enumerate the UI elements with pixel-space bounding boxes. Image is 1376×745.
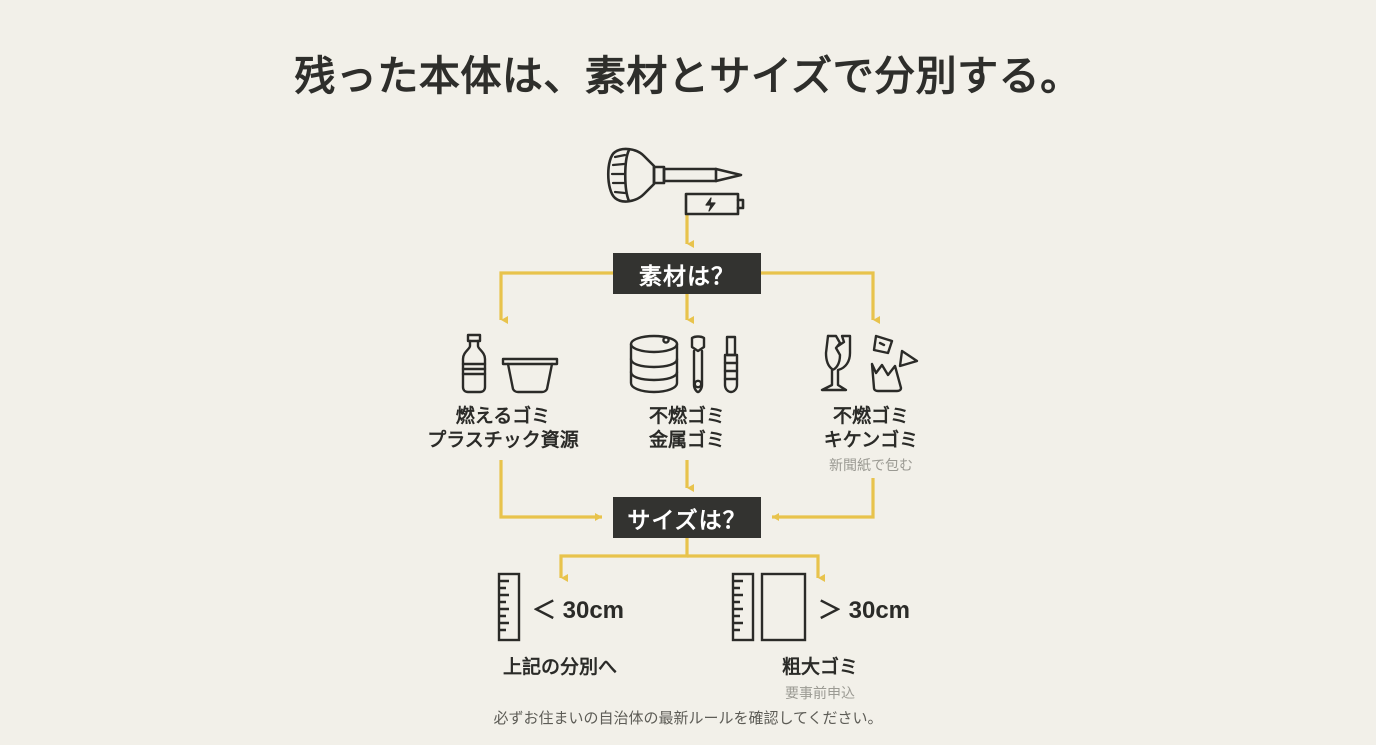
branch-noncombustible-icon-wrap <box>577 333 797 395</box>
branch-noncombustible[interactable]: 不燃ゴミ 金属ゴミ <box>577 333 797 452</box>
branch-noncombustible-label: 不燃ゴミ 金属ゴミ <box>577 405 797 452</box>
size-outcome-small-row: ＜ 30cm <box>430 572 690 642</box>
branch-hazardous-label-line1: 不燃ゴミ <box>832 406 909 427</box>
size-outcome-large[interactable]: ＞ 30cm 粗大ゴミ 要事前申込 <box>690 572 950 703</box>
footer-note: 必ずお住まいの自治体の最新ルールを確認してください。 <box>493 710 883 727</box>
can-wrench-screwdriver-icon <box>629 334 739 394</box>
ruler-and-large-box-icon <box>731 572 807 642</box>
branch-hazardous-icon-wrap <box>761 333 981 395</box>
branch-hazardous-note: 新聞紙で包む <box>829 457 913 474</box>
branch-hazardous[interactable]: 不燃ゴミ キケンゴミ 新聞紙で包む <box>761 333 981 475</box>
branch-hazardous-label: 不燃ゴミ キケンゴミ <box>761 405 981 452</box>
branch-hazardous-label-line2: キケンゴミ <box>823 429 919 451</box>
decision-material[interactable]: 素材は？ <box>613 253 761 294</box>
pet-bottle-and-tray-icon <box>461 333 559 394</box>
branch-burnable[interactable]: 燃えるゴミ プラスチック資源 <box>393 333 613 452</box>
branch-noncombustible-label-line1: 不燃ゴミ <box>648 406 725 427</box>
broken-glass-icon <box>820 334 919 393</box>
branch-burnable-label-line1: 燃えるゴミ <box>455 406 551 427</box>
page-title: 残った本体は、素材とサイズで分別する。 <box>294 53 1082 99</box>
branch-burnable-label-line2: プラスチック資源 <box>427 429 579 451</box>
size-outcome-small-label: 上記の分別へ <box>502 657 617 678</box>
branch-noncombustible-label-line2: 金属ゴミ <box>648 429 725 451</box>
branch-burnable-label: 燃えるゴミ プラスチック資源 <box>393 405 613 452</box>
ruler-icon <box>497 572 521 642</box>
size-outcome-large-row: ＞ 30cm <box>690 572 950 642</box>
soldering-iron-icon <box>606 147 745 216</box>
size-outcome-large-label: 粗大ゴミ <box>781 657 858 678</box>
decision-size[interactable]: サイズは？ <box>613 497 761 538</box>
size-outcome-large-note: 要事前申込 <box>785 685 855 701</box>
branch-burnable-icon-wrap <box>393 333 613 395</box>
size-outcome-small-value: ＜ 30cm <box>531 596 625 624</box>
size-outcome-small[interactable]: ＜ 30cm 上記の分別へ <box>430 572 690 679</box>
size-outcome-large-value: ＞ 30cm <box>817 596 911 624</box>
